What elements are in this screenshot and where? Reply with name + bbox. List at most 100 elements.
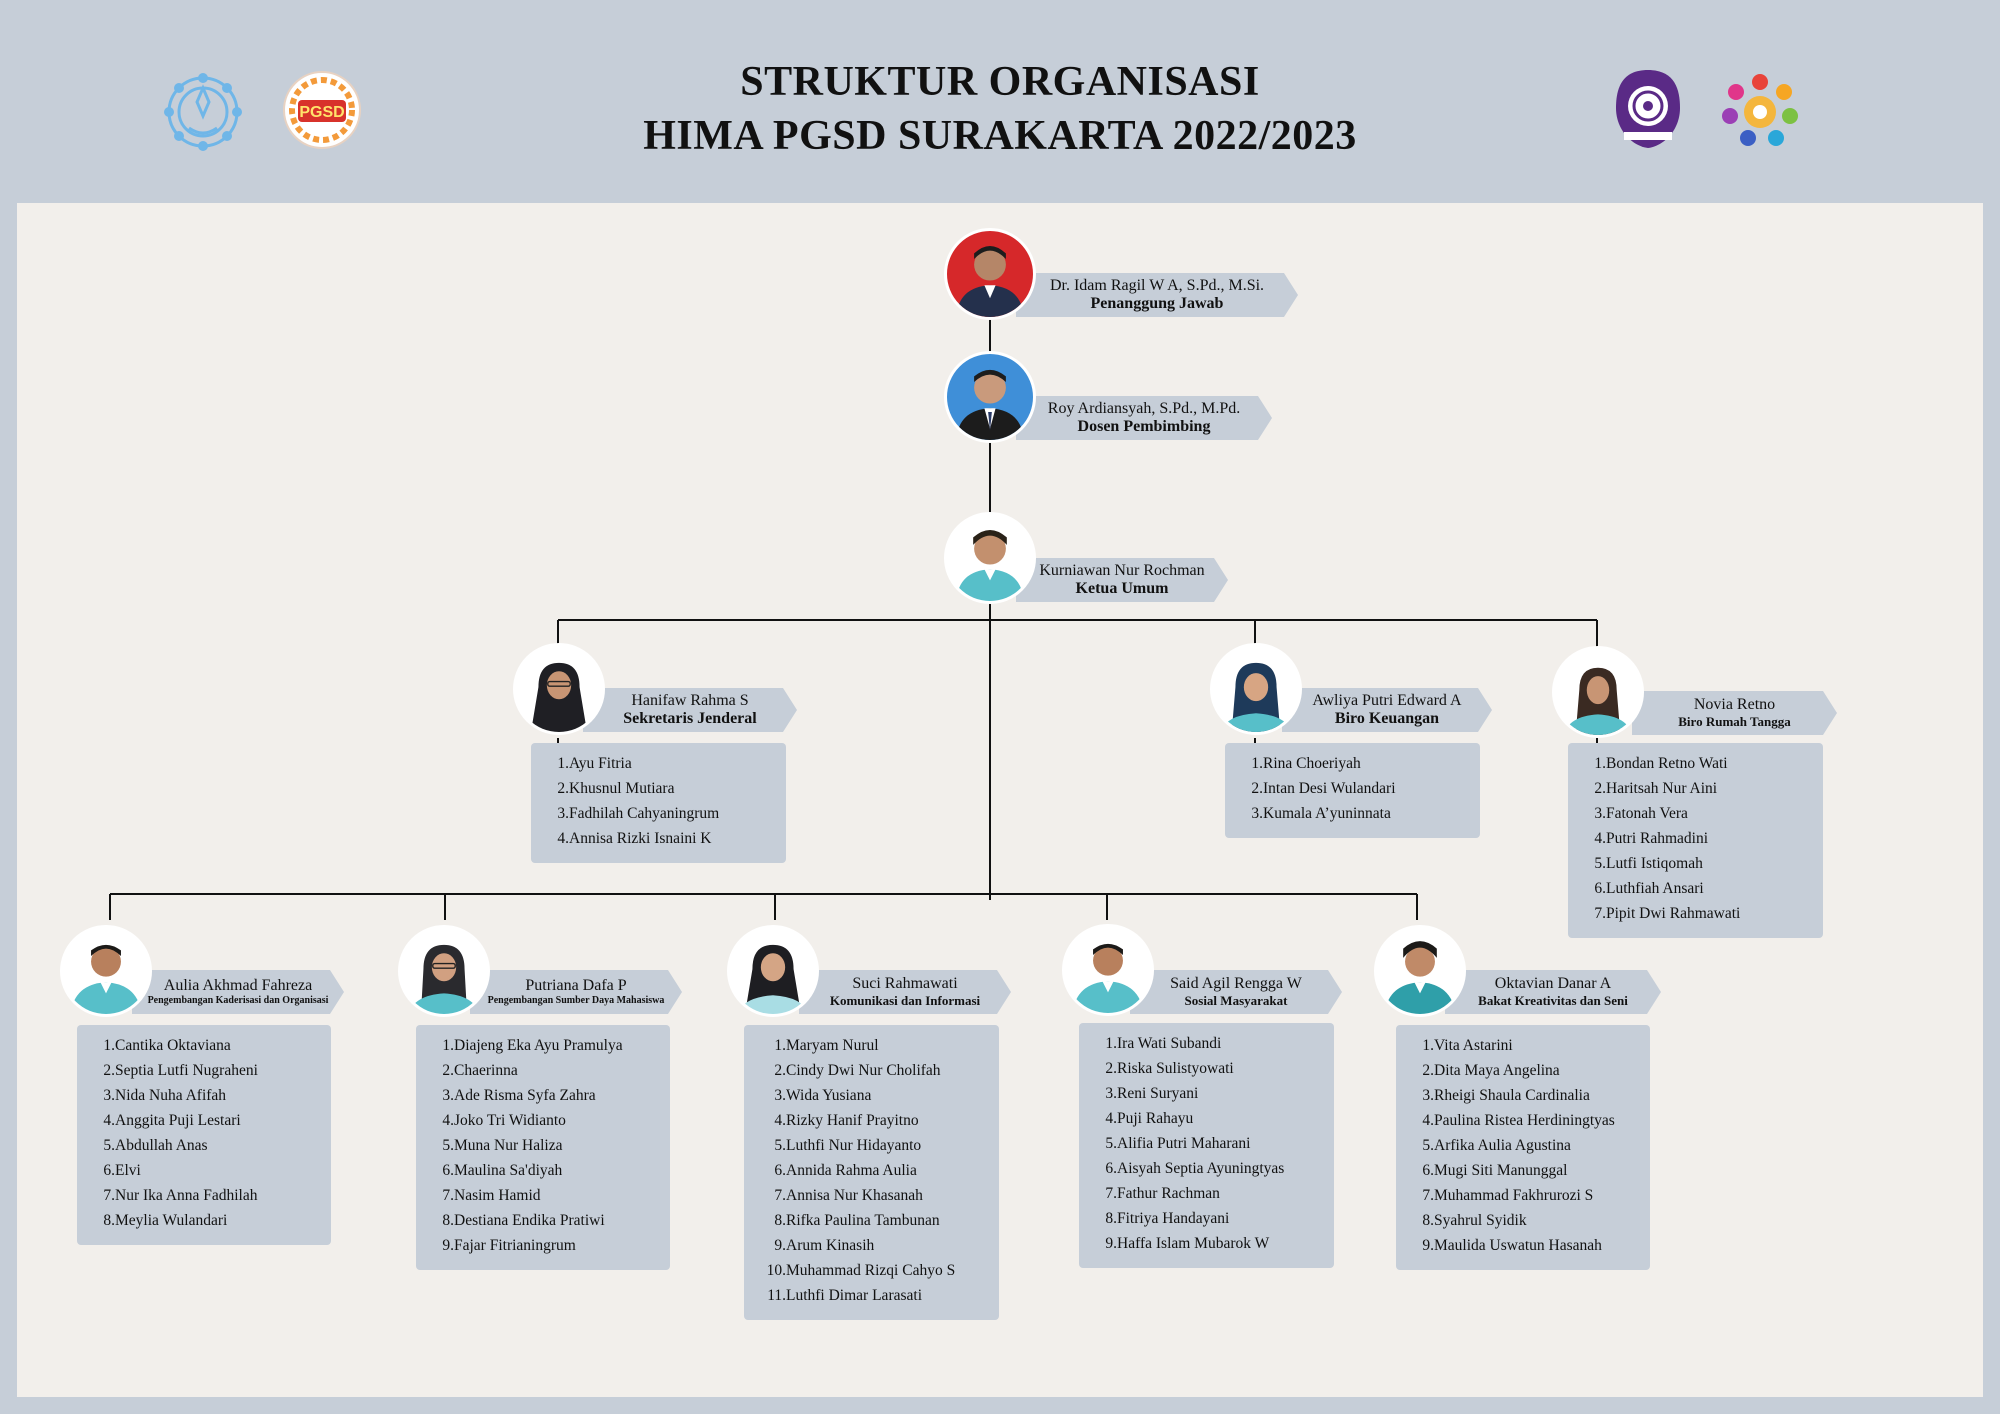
list-item: 8.Destiana Endika Pratiwi: [416, 1208, 670, 1233]
list-item-number: 2.: [1422, 1062, 1434, 1079]
list-item-label: Destiana Endika Pratiwi: [454, 1212, 605, 1229]
avatar: [944, 512, 1036, 604]
list-item: 5.Alifia Putri Maharani: [1079, 1131, 1334, 1156]
list-item: 6.Luthfiah Ansari: [1568, 876, 1823, 901]
list-item-number: 5.: [1105, 1135, 1117, 1152]
list-item-label: Rifka Paulina Tambunan: [786, 1212, 940, 1229]
list-item: 6.Aisyah Septia Ayuningtyas: [1079, 1156, 1334, 1181]
list-item-number: 3.: [1594, 805, 1606, 822]
list-item: 3.Rheigi Shaula Cardinalia: [1396, 1083, 1650, 1108]
office-name: Awliya Putri Edward A: [1312, 691, 1462, 709]
list-item-number: 10.: [766, 1262, 786, 1279]
list-item: 2.Cindy Dwi Nur Cholifah: [744, 1058, 999, 1083]
list-item-label: Abdullah Anas: [115, 1137, 208, 1154]
list-item-number: 6.: [442, 1162, 454, 1179]
list-item: 4.Putri Rahmadini: [1568, 826, 1823, 851]
list-item: 4.Anggita Puji Lestari: [77, 1108, 331, 1133]
list-item: 2.Khusnul Mutiara: [531, 776, 786, 801]
university-seal-icon: [163, 72, 243, 152]
division-role: Pengembangan Sumber Daya Mahasiswa: [487, 995, 665, 1007]
list-item: 8.Meylia Wulandari: [77, 1208, 331, 1233]
list-item-number: 7.: [1422, 1187, 1434, 1204]
avatar: [1210, 643, 1302, 735]
avatar: [398, 925, 490, 1017]
list-item-label: Annida Rahma Aulia: [786, 1162, 917, 1179]
list-item: 6.Annida Rahma Aulia: [744, 1158, 999, 1183]
leader-ribbon: Kurniawan Nur Rochman Ketua Umum: [1016, 558, 1228, 602]
list-item-number: 6.: [1422, 1162, 1434, 1179]
list-item-label: Joko Tri Widianto: [454, 1112, 566, 1129]
division-ribbon: Suci Rahmawati Komunikasi dan Informasi: [799, 970, 1011, 1014]
list-item-number: 5.: [442, 1137, 454, 1154]
list-item: 8.Syahrul Syidik: [1396, 1208, 1650, 1233]
list-item-label: Fathur Rachman: [1117, 1185, 1220, 1202]
list-item: 1.Diajeng Eka Ayu Pramulya: [416, 1033, 670, 1058]
list-item-label: Puji Rahayu: [1117, 1110, 1194, 1127]
leader-name: Dr. Idam Ragil W A, S.Pd., M.Si.: [1049, 276, 1265, 294]
list-item-number: 7.: [442, 1187, 454, 1204]
list-item: 2.Dita Maya Angelina: [1396, 1058, 1650, 1083]
list-item-label: Luthfi Dimar Larasati: [786, 1287, 923, 1304]
list-item: 1.Rina Choeriyah: [1225, 751, 1480, 776]
list-item: 1.Ira Wati Subandi: [1079, 1031, 1334, 1056]
office-ribbon: Awliya Putri Edward A Biro Keuangan: [1282, 688, 1492, 732]
list-item-label: Rheigi Shaula Cardinalia: [1434, 1087, 1590, 1104]
list-item-number: 8.: [1105, 1210, 1117, 1227]
list-item: 6.Mugi Siti Manunggal: [1396, 1158, 1650, 1183]
list-item-number: 2.: [1105, 1060, 1117, 1077]
list-item: 4.Joko Tri Widianto: [416, 1108, 670, 1133]
list-item-label: Pipit Dwi Rahmawati: [1606, 905, 1741, 922]
list-item-number: 3.: [1422, 1087, 1434, 1104]
division-ribbon: Aulia Akhmad Fahreza Pengembangan Kaderi…: [132, 970, 344, 1014]
list-item-number: 5.: [1594, 855, 1606, 872]
list-item-label: Nur Ika Anna Fadhilah: [115, 1187, 258, 1204]
avatar: [1374, 925, 1466, 1017]
list-item: 8.Rifka Paulina Tambunan: [744, 1208, 999, 1233]
list-item-number: 4.: [557, 830, 569, 847]
list-item-number: 6.: [1594, 880, 1606, 897]
leader-ribbon: Dr. Idam Ragil W A, S.Pd., M.Si. Penangg…: [1016, 273, 1298, 317]
list-item: 7.Nur Ika Anna Fadhilah: [77, 1183, 331, 1208]
list-item: 1.Bondan Retno Wati: [1568, 751, 1823, 776]
list-item-number: 8.: [103, 1212, 115, 1229]
list-item-number: 2.: [1594, 780, 1606, 797]
leader-role: Dosen Pembimbing: [1077, 418, 1211, 435]
list-item-number: 1.: [1594, 755, 1606, 772]
avatar: [60, 925, 152, 1017]
list-item-label: Paulina Ristea Herdiningtyas: [1434, 1112, 1615, 1129]
list-item-number: 2.: [1251, 780, 1263, 797]
pgsd-logo-icon: PGSD: [282, 70, 362, 150]
list-item: 4.Puji Rahayu: [1079, 1106, 1334, 1131]
list-item: 2.Haritsah Nur Aini: [1568, 776, 1823, 801]
list-item: 9.Arum Kinasih: [744, 1233, 999, 1258]
list-item-number: 2.: [442, 1062, 454, 1079]
list-item: 3.Fatonah Vera: [1568, 801, 1823, 826]
list-item-label: Fadhilah Cahyaningrum: [569, 805, 720, 822]
list-item-number: 3.: [1251, 805, 1263, 822]
list-item-label: Muhammad Rizqi Cahyo S: [786, 1262, 956, 1279]
division-role: Sosial Masyarakat: [1184, 992, 1288, 1008]
list-item-number: 3.: [774, 1087, 786, 1104]
list-item-number: 2.: [774, 1062, 786, 1079]
list-item: 6.Maulina Sa'diyah: [416, 1158, 670, 1183]
list-item-label: Rina Choeriyah: [1263, 755, 1361, 772]
leader-name: Kurniawan Nur Rochman: [1039, 561, 1205, 579]
title-line-2: HIMA PGSD SURAKARTA 2022/2023: [643, 113, 1357, 159]
list-item-label: Mugi Siti Manunggal: [1434, 1162, 1568, 1179]
division-name: Oktavian Danar A: [1494, 975, 1612, 993]
list-item-number: 4.: [774, 1112, 786, 1129]
list-item-label: Ade Risma Syfa Zahra: [454, 1087, 596, 1104]
office-role: Biro Keuangan: [1334, 710, 1440, 727]
list-item: 7.Fathur Rachman: [1079, 1181, 1334, 1206]
list-item-number: 1.: [774, 1037, 786, 1054]
list-item: 10.Muhammad Rizqi Cahyo S: [744, 1258, 999, 1283]
list-item: 1.Vita Astarini: [1396, 1033, 1650, 1058]
list-item: 9.Haffa Islam Mubarok W: [1079, 1231, 1334, 1256]
